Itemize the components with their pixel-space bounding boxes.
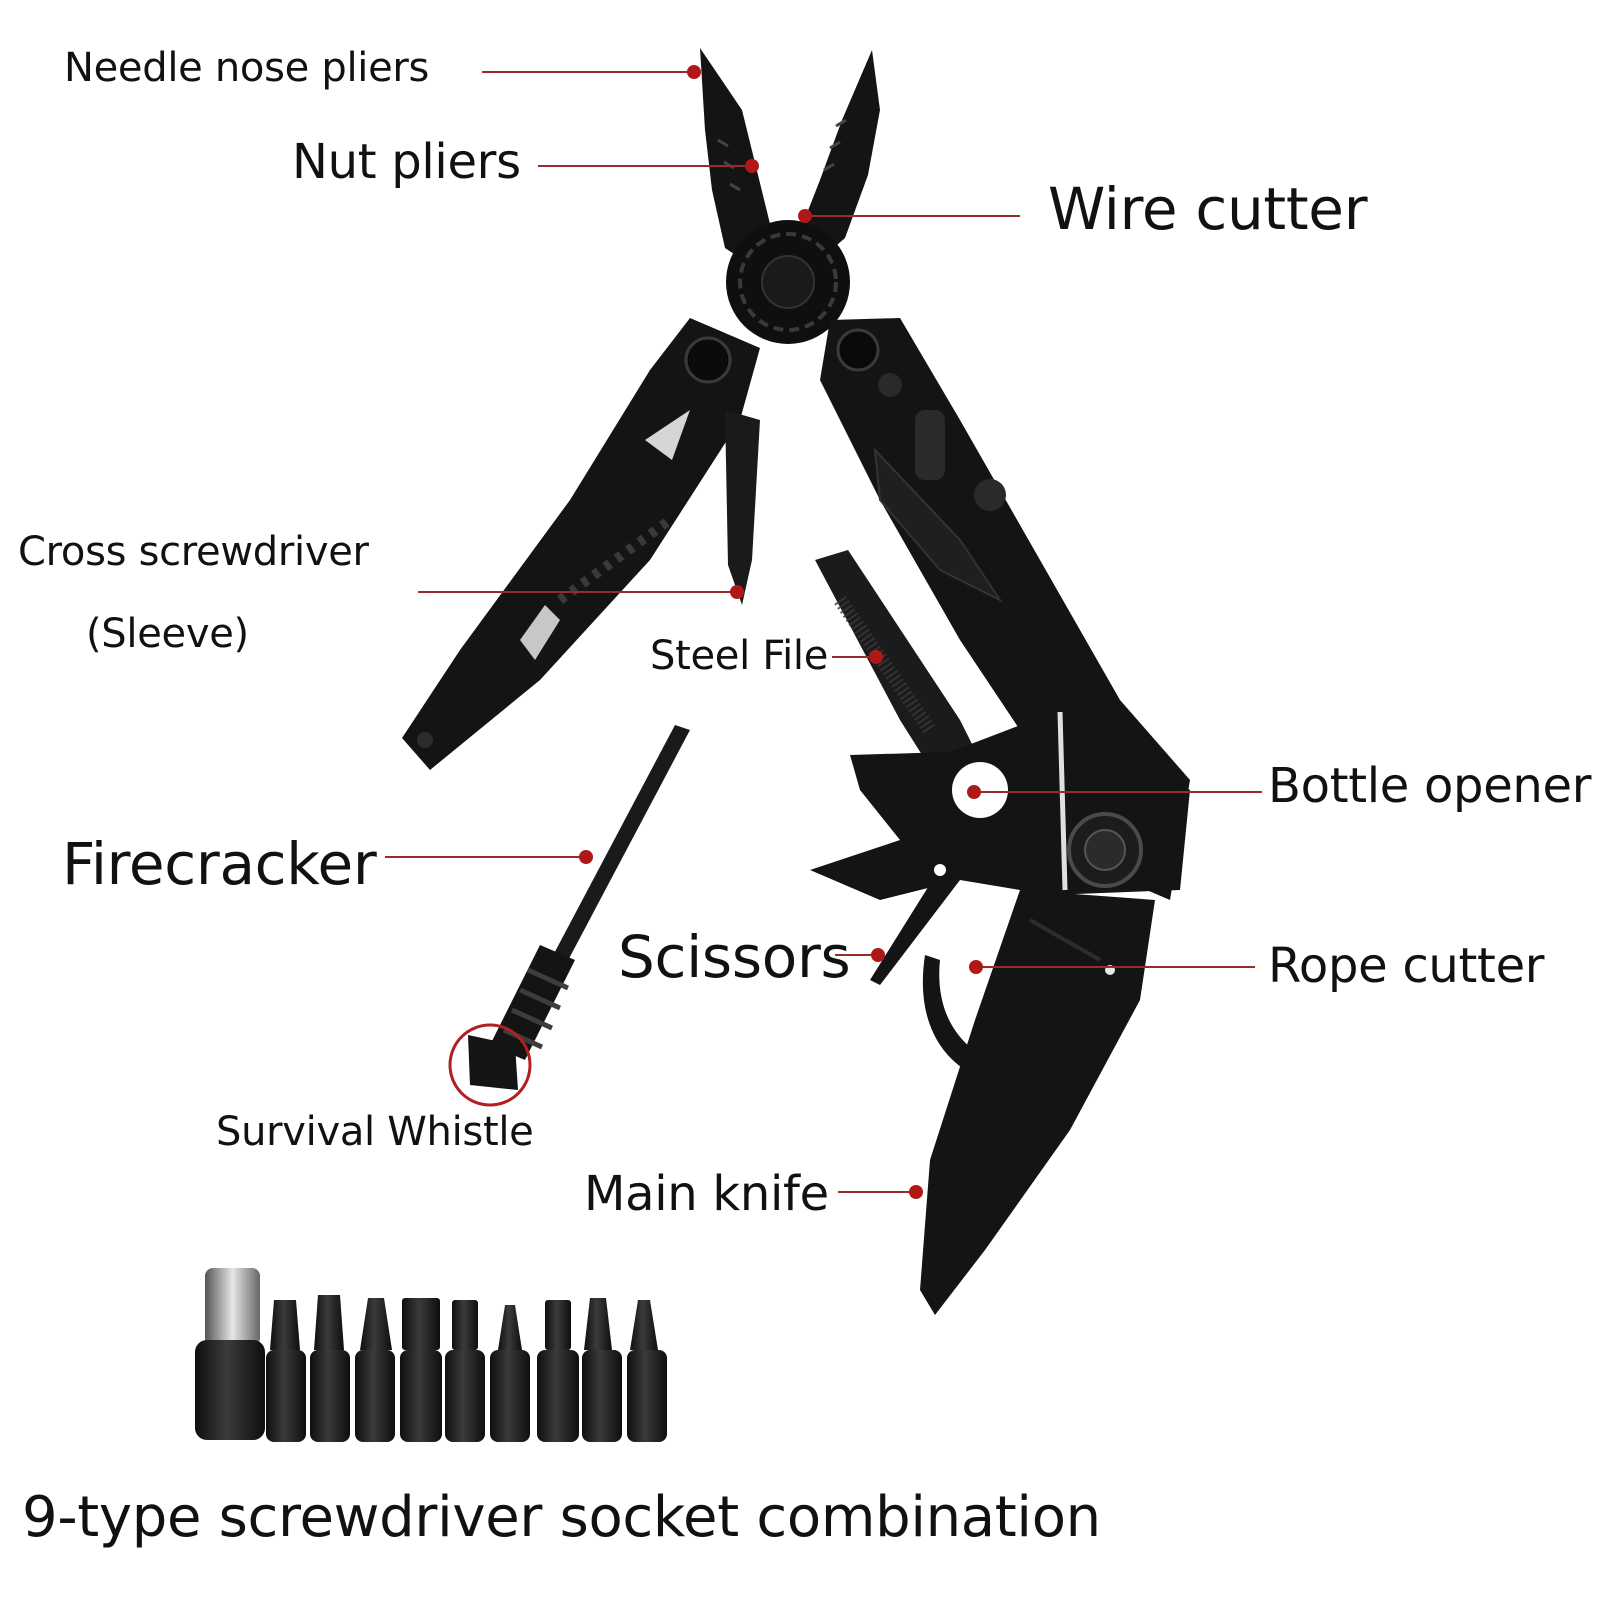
label-steel-file: Steel File [646,634,833,678]
leader-dots [579,65,983,1199]
label-needle-nose-pliers: Needle nose pliers [64,45,430,91]
label-nut-pliers: Nut pliers [292,134,521,190]
bit-1 [266,1300,306,1442]
bottle-opener-and-scissors [810,710,1190,985]
label-cross-screwdriver: Cross screwdriver [18,529,369,575]
label-socket-combination: 9-type screwdriver socket combination [22,1485,1101,1550]
label-firecracker: Firecracker [62,830,377,898]
bit-3 [355,1298,395,1442]
label-rope-cutter: Rope cutter [1268,938,1545,994]
steel-file-blade [815,550,1000,815]
bit-6 [490,1305,530,1442]
leader-lines [385,71,1262,1193]
bit-5 [445,1300,485,1442]
label-sleeve: (Sleeve) [86,611,249,657]
left-handle [402,318,760,770]
bit-7 [537,1300,579,1442]
cross-screwdriver-blade [725,410,760,605]
label-main-knife: Main knife [584,1166,829,1222]
label-bottle-opener: Bottle opener [1268,758,1592,814]
whistle-highlight-ring [448,1023,532,1107]
bit-4 [400,1298,442,1442]
bit-8 [582,1298,622,1442]
bit-9 [627,1300,667,1442]
bit-holder [205,1268,260,1346]
main-knife-blade [920,890,1155,1315]
label-wire-cutter: Wire cutter [1048,175,1368,243]
label-survival-whistle: Survival Whistle [216,1109,534,1155]
screwdriver-bit-set [195,1268,667,1442]
pivot-gear [726,220,850,344]
bit-2 [310,1295,350,1442]
label-scissors: Scissors [618,923,851,991]
survival-whistle [448,1023,532,1107]
firecracker-rod [490,725,690,1060]
